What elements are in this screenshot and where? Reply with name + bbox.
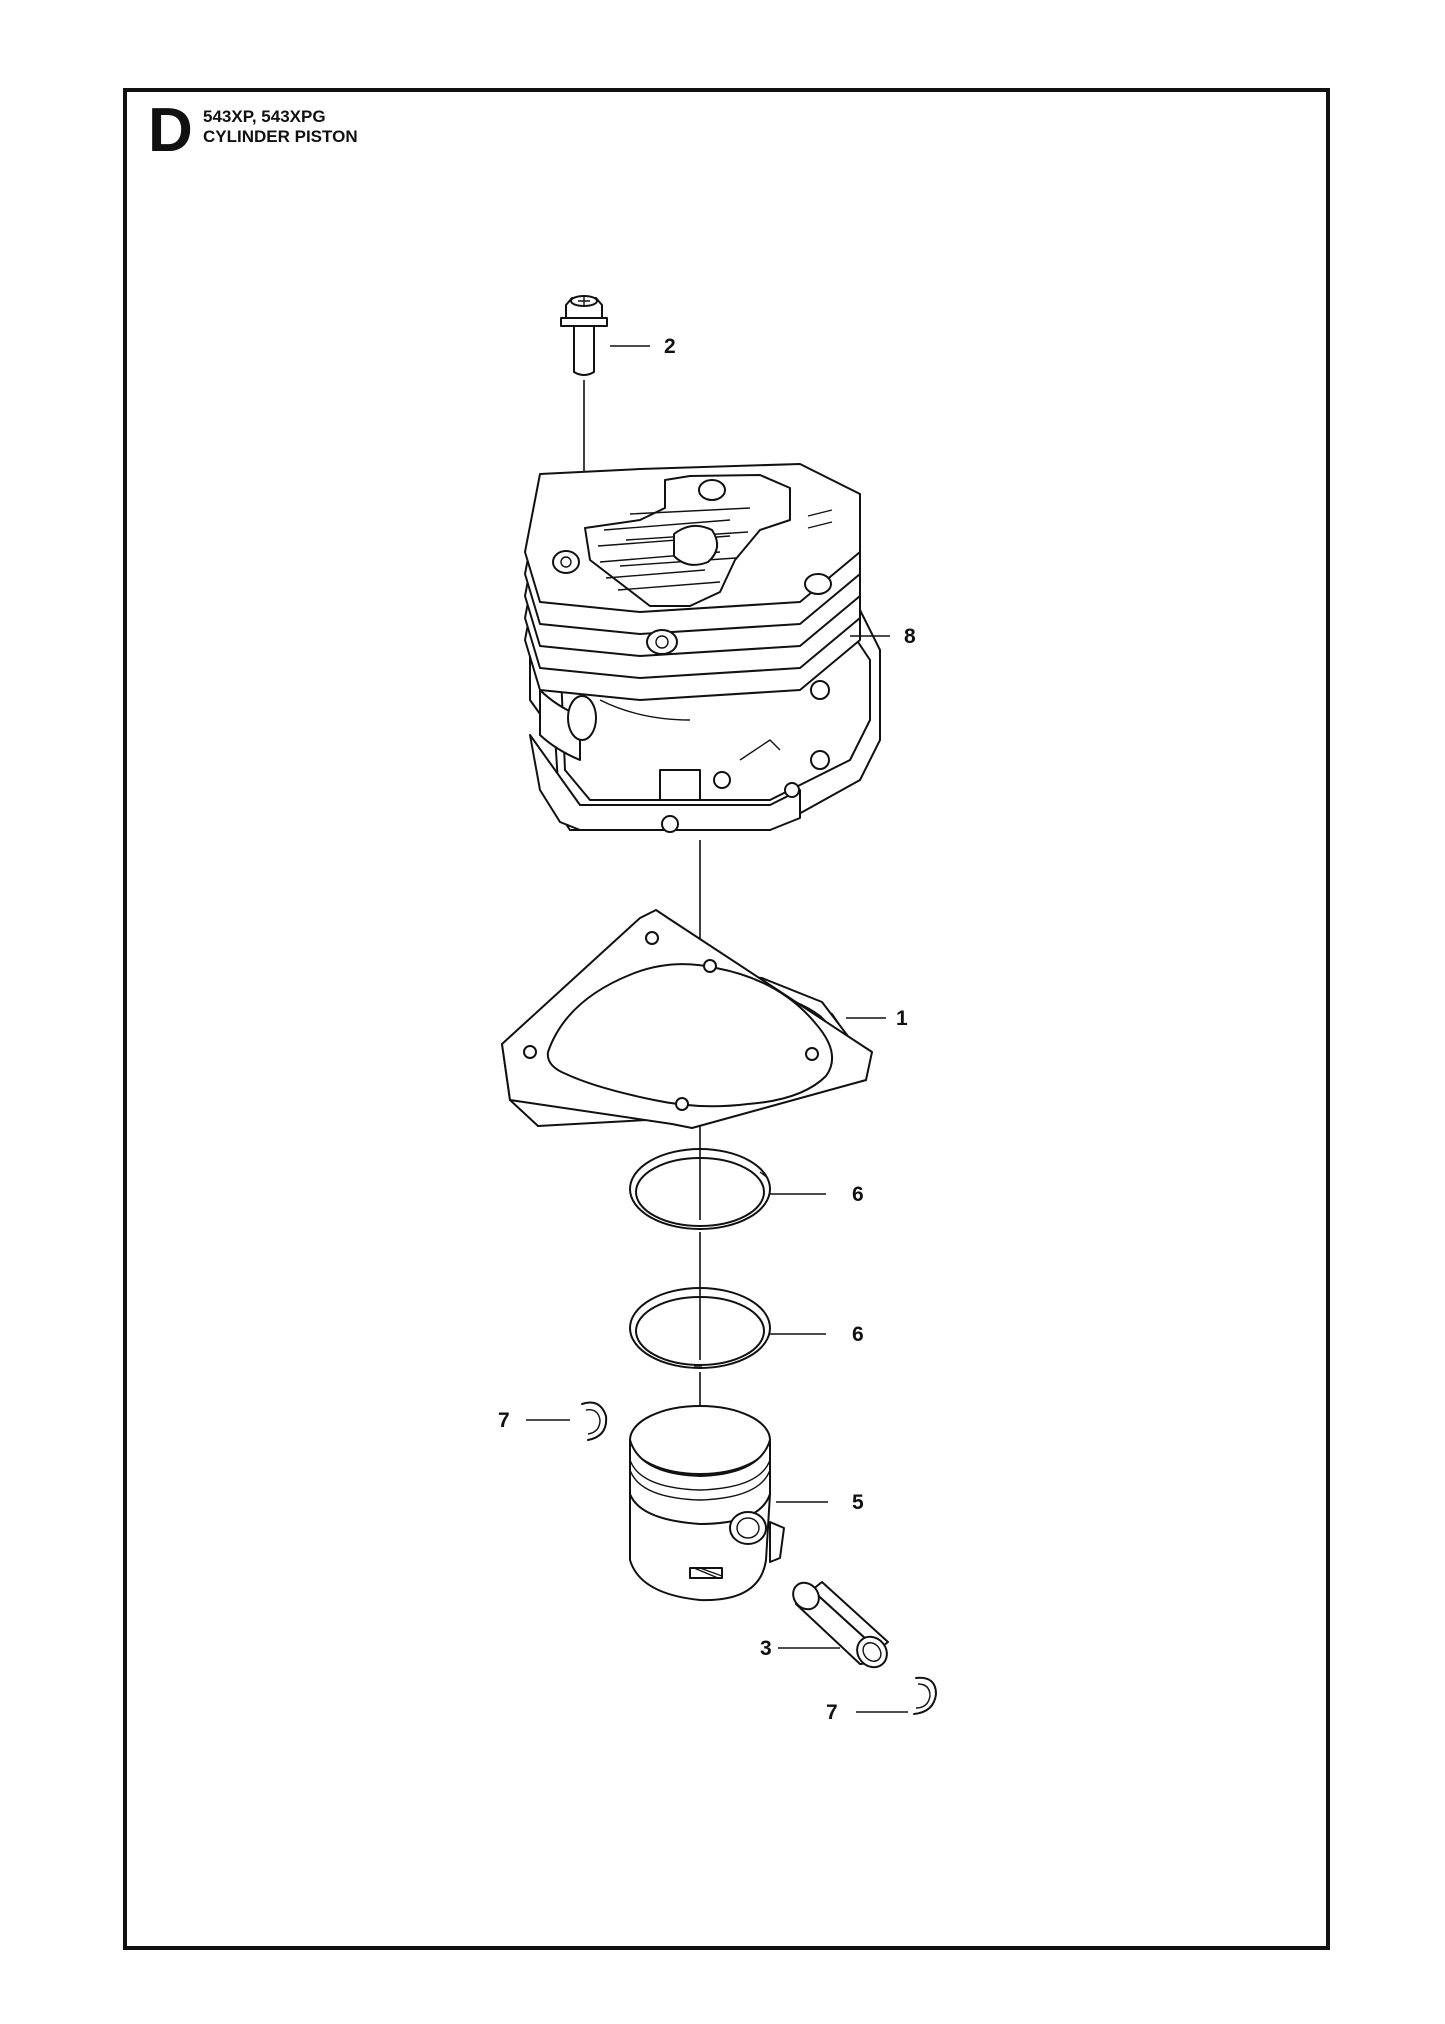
piston-ring-lower[interactable] [629, 1287, 771, 1369]
callout-8[interactable]: 8 [904, 625, 916, 648]
piston-ring-upper[interactable] [629, 1148, 771, 1230]
callout-6-lower[interactable]: 6 [852, 1323, 864, 1346]
callout-5[interactable]: 5 [852, 1491, 864, 1514]
callout-6-upper[interactable]: 6 [852, 1183, 864, 1206]
model-list: 543XP, 543XPG [203, 107, 326, 126]
callout-2[interactable]: 2 [664, 335, 676, 358]
leader-lines [526, 345, 908, 1713]
title-block: 543XP, 543XPG CYLINDER PISTON [203, 107, 358, 147]
piston-pin-part[interactable] [788, 1578, 893, 1674]
page-title: CYLINDER PISTON [203, 127, 358, 146]
drawing-frame [123, 88, 1330, 1950]
callout-7-lower[interactable]: 7 [826, 1701, 838, 1724]
gasket-part[interactable] [501, 909, 873, 1129]
circlip-lower[interactable] [913, 1676, 937, 1715]
section-letter: D [148, 96, 193, 165]
piston-part[interactable] [629, 1405, 785, 1602]
callout-1[interactable]: 1 [896, 1007, 908, 1030]
callout-3[interactable]: 3 [760, 1637, 772, 1660]
cylinder-part[interactable] [524, 463, 881, 833]
callouts: 2 8 1 6 6 7 5 3 7 [498, 335, 916, 1724]
callout-7-upper[interactable]: 7 [498, 1409, 510, 1432]
circlip-upper[interactable] [581, 1401, 608, 1441]
screw-part[interactable] [560, 295, 608, 376]
